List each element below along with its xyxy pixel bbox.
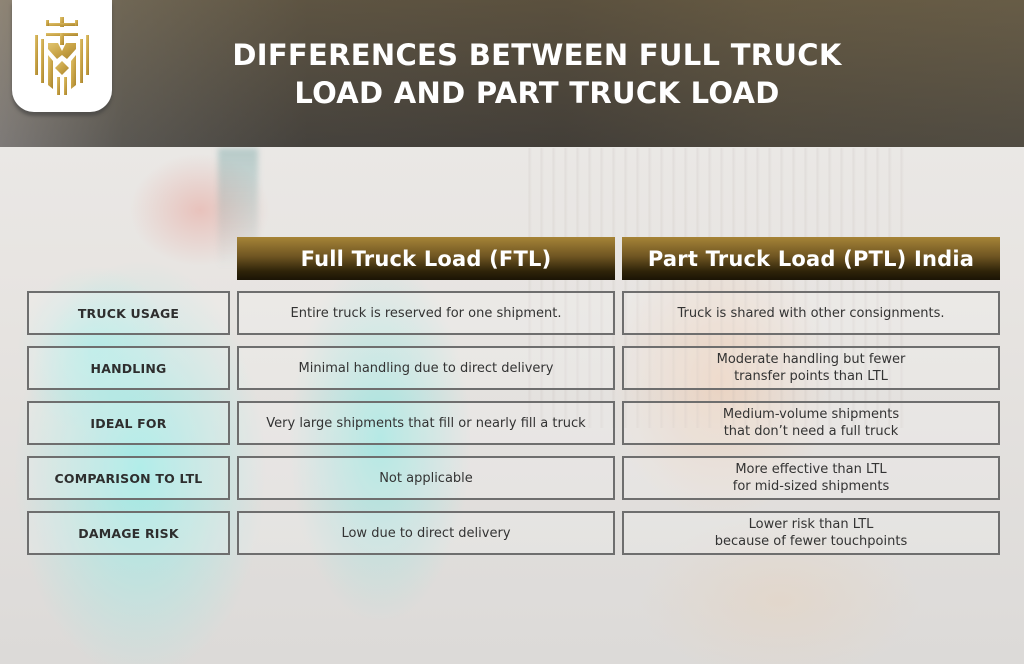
row-label-text: TRUCK USAGE xyxy=(77,305,180,321)
cell-ptl-ideal-for: Medium-volume shipments that don’t need … xyxy=(622,401,1000,445)
page-title: DIFFERENCES BETWEEN FULL TRUCK LOAD AND … xyxy=(180,36,894,112)
column-header-ftl-label: Full Truck Load (FTL) xyxy=(300,246,552,271)
cell-text: Low due to direct delivery xyxy=(341,525,511,541)
cell-ftl-handling: Minimal handling due to direct delivery xyxy=(237,346,615,390)
cell-ftl-comparison-to-ltl: Not applicable xyxy=(237,456,615,500)
cell-text: Truck is shared with other consignments. xyxy=(677,305,945,321)
cell-text: Medium-volume shipments that don’t need … xyxy=(722,407,900,439)
row-label-ideal-for: IDEAL FOR xyxy=(27,401,230,445)
cell-ftl-damage-risk: Low due to direct delivery xyxy=(237,511,615,555)
cell-text: Moderate handling but fewer transfer poi… xyxy=(716,352,906,384)
row-label-damage-risk: DAMAGE RISK xyxy=(27,511,230,555)
cell-text: Minimal handling due to direct delivery xyxy=(298,360,554,376)
cell-text: Very large shipments that fill or nearly… xyxy=(266,415,586,431)
row-label-text: DAMAGE RISK xyxy=(78,525,179,541)
background-container-door xyxy=(520,148,910,428)
row-label-text: HANDLING xyxy=(90,360,167,376)
row-label-comparison-to-ltl: COMPARISON TO LTL xyxy=(27,456,230,500)
cell-ptl-handling: Moderate handling but fewer transfer poi… xyxy=(622,346,1000,390)
column-header-ptl-label: Part Truck Load (PTL) India xyxy=(647,246,975,271)
cell-ftl-truck-usage: Entire truck is reserved for one shipmen… xyxy=(237,291,615,335)
cell-text: Entire truck is reserved for one shipmen… xyxy=(290,305,562,321)
page-title-line-2: LOAD AND PART TRUCK LOAD xyxy=(294,76,780,110)
column-header-ptl: Part Truck Load (PTL) India xyxy=(622,237,1000,280)
cell-text: Lower risk than LTL because of fewer tou… xyxy=(714,517,908,549)
cell-text: More effective than LTL for mid-sized sh… xyxy=(732,462,890,494)
cell-text: Not applicable xyxy=(379,470,473,486)
page-title-line-1: DIFFERENCES BETWEEN FULL TRUCK xyxy=(232,38,842,72)
header-band xyxy=(0,0,1024,147)
crowned-lion-shield-icon xyxy=(35,17,89,95)
row-label-handling: HANDLING xyxy=(27,346,230,390)
column-header-ftl: Full Truck Load (FTL) xyxy=(237,237,615,280)
cell-ptl-truck-usage: Truck is shared with other consignments. xyxy=(622,291,1000,335)
cell-ptl-comparison-to-ltl: More effective than LTL for mid-sized sh… xyxy=(622,456,1000,500)
row-label-text: IDEAL FOR xyxy=(90,415,167,431)
row-label-truck-usage: TRUCK USAGE xyxy=(27,291,230,335)
cell-ptl-damage-risk: Lower risk than LTL because of fewer tou… xyxy=(622,511,1000,555)
logo xyxy=(12,0,112,112)
cell-ftl-ideal-for: Very large shipments that fill or nearly… xyxy=(237,401,615,445)
row-label-text: COMPARISON TO LTL xyxy=(54,470,203,486)
